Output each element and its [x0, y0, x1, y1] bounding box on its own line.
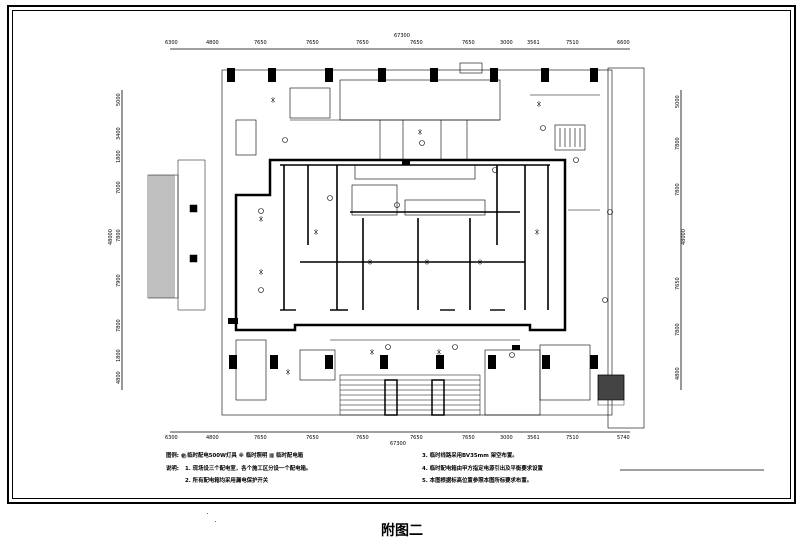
top-dim-4: 7650 [356, 40, 369, 46]
right-total: 48000 [681, 229, 687, 245]
top-dim-1: 4800 [206, 40, 219, 46]
light-stars [258, 97, 542, 375]
right-wing [554, 67, 645, 429]
left-dim-7: 1800 [116, 349, 122, 362]
distribution-boxes [228, 160, 520, 350]
lamp-markers [258, 125, 613, 358]
top-dim-9: 7510 [566, 40, 579, 46]
columns [227, 68, 598, 369]
bottom-dim-2: 7650 [254, 435, 267, 441]
left-dim-2: 1800 [116, 150, 122, 163]
bottom-total-dim: 67300 [390, 441, 406, 447]
wiring-vertical [283, 165, 549, 310]
right-dim-0: 5000 [675, 95, 681, 108]
top-total-dim: 67300 [394, 33, 410, 39]
left-dim-1: 3400 [116, 127, 122, 140]
top-dim-8: 3561 [527, 40, 540, 46]
bottom-stairs [339, 374, 481, 416]
wiring-thin [290, 94, 600, 341]
wiring-horizontal [280, 164, 550, 311]
right-dim-3: 7650 [675, 277, 681, 290]
building-outline [221, 69, 613, 416]
top-dim-0: 6300 [165, 40, 178, 46]
drawing-border-outer [7, 5, 796, 504]
right-dim-5: 4800 [675, 367, 681, 380]
right-dim-1: 7800 [675, 137, 681, 150]
right-dim-2: 7800 [675, 183, 681, 196]
top-dim-7: 3000 [500, 40, 513, 46]
dimension-labels: 67300 67300 6300 4800 7650 7650 7650 765… [165, 33, 630, 447]
note-5: 5. 本图根据标高位置参照本图所标要求布置。 [422, 478, 533, 484]
bottom-dim-6: 7650 [462, 435, 475, 441]
left-total: 48000 [108, 229, 114, 245]
note-3: 3. 临时线路采用BV35mm 架空布置。 [422, 453, 518, 459]
hall-outline [234, 158, 567, 332]
bottom-dim-1: 4800 [206, 435, 219, 441]
bottom-dim-8: 3561 [527, 435, 540, 441]
bottom-dim-9: 7510 [566, 435, 579, 441]
note-2: 2. 所有配电箱均采用漏电保护开关 [185, 478, 269, 484]
top-dim-3: 7650 [306, 40, 319, 46]
left-dim-0: 5000 [116, 93, 122, 106]
bottom-dim-5: 7650 [410, 435, 423, 441]
left-stairs [147, 159, 206, 311]
bottom-dim-10: 5740 [617, 435, 630, 441]
left-dim-6: 7800 [116, 319, 122, 332]
top-dim-10: 6600 [617, 40, 630, 46]
legend-symbols: 图例: ⊕ 临时配电500W灯具 ※ 临时照明 ▦ 临时配电箱 [166, 453, 304, 459]
bottom-dim-4: 7650 [356, 435, 369, 441]
left-dim-3: 7000 [116, 181, 122, 194]
top-dim-2: 7650 [254, 40, 267, 46]
bottom-dim-3: 7650 [306, 435, 319, 441]
note-1: 1. 现场设三个配电室，各个施工区分设一个配电箱。 [185, 466, 312, 472]
hatch-area [597, 374, 625, 406]
figure-caption: 附图二 [381, 523, 423, 539]
speck [215, 521, 216, 522]
right-dim-4: 7800 [675, 323, 681, 336]
top-rooms [235, 62, 501, 216]
left-dim-8: 4800 [116, 371, 122, 384]
bottom-dim-0: 6300 [165, 435, 178, 441]
legend-lamp-icon [181, 453, 187, 459]
side-dimension-labels: 5000 3400 1800 7000 48000 7800 7900 7800… [108, 93, 687, 384]
top-dim-5: 7650 [410, 40, 423, 46]
note-4: 4. 临时配电箱由甲方指定电源引出及平衡要求设置 [422, 466, 543, 472]
drawing-border-inner [12, 10, 791, 499]
left-dim-4: 7800 [116, 229, 122, 242]
speck [207, 513, 208, 514]
bottom-rooms [235, 339, 591, 416]
left-dim-5: 7900 [116, 274, 122, 287]
bottom-dim-7: 3000 [500, 435, 513, 441]
notes-title: 说明: [166, 466, 179, 472]
top-dim-6: 7650 [462, 40, 475, 46]
